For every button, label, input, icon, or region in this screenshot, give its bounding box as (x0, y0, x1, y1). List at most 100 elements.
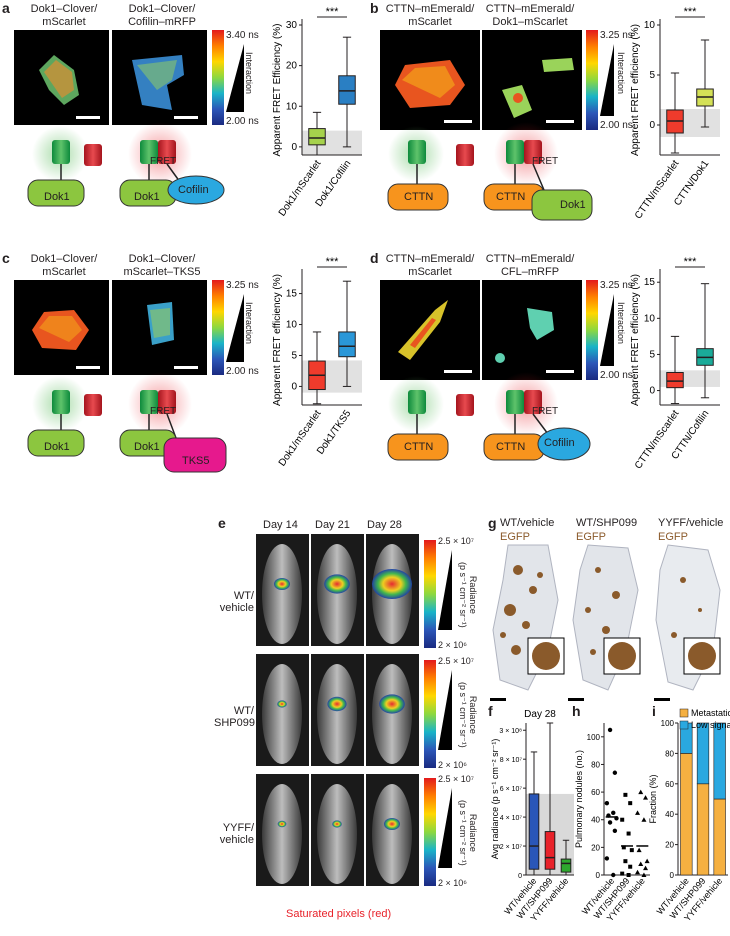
data-point (628, 864, 633, 869)
scale-bar (76, 116, 100, 119)
y-tick-label: 100 (587, 733, 601, 742)
lung-section-yyff-vehicle (654, 544, 721, 701)
data-point (612, 770, 618, 775)
panel-e-radiance-label-2: Radiance (p s⁻¹ cm⁻² sr⁻¹) (458, 682, 478, 748)
bioluminescence-signal (274, 578, 290, 590)
panel-b-title-2: CTTN–mEmerald/ Dok1–mScarlet (485, 3, 575, 28)
panel-c-micrograph-1 (14, 280, 109, 375)
y-tick-label: 60 (665, 780, 674, 789)
x-tick-label: Dok1/mScarlet (277, 408, 324, 468)
y-tick-label: 60 (591, 788, 600, 797)
data-point (611, 810, 616, 816)
data-point (612, 828, 618, 833)
panel-g-histology (490, 544, 721, 701)
panel-d-interaction-wedge (600, 294, 614, 366)
data-point (643, 865, 649, 871)
y-tick-label: 10 (644, 20, 656, 31)
y-axis-label: Apparent FRET efficiency (%) (630, 274, 641, 406)
legend-swatch (679, 720, 689, 730)
panel-e-colorbar-1 (424, 540, 436, 648)
panel-c-interaction-wedge (226, 294, 244, 362)
panel-c-schem-left: Dok1 (44, 441, 70, 453)
y-axis-label: Pulmonary nodules (no.) (574, 750, 584, 848)
panel-c-colorbar (212, 280, 224, 375)
panel-c-micrograph-2 (112, 280, 207, 375)
panel-b-colorbar (586, 30, 598, 130)
mouse-body (317, 544, 357, 644)
panel-a-schem-right-b: Cofilin (178, 184, 209, 196)
panel-d-title-1: CTTN–mEmerald/ mScarlet (385, 253, 475, 278)
panel-d-label: d (370, 250, 379, 266)
y-tick-label: 8 × 10⁷ (500, 757, 523, 764)
y-tick-label: 0 (596, 871, 601, 880)
legend-swatch (679, 708, 689, 718)
data-point (620, 817, 625, 822)
data-point (629, 848, 634, 853)
panel-d-title-2: CTTN–mEmerald/ CFL–mRFP (485, 253, 575, 278)
y-tick-label: 2 × 10⁷ (500, 844, 523, 851)
panel-e-row-wt-vehicle: WT/ vehicle (219, 590, 254, 614)
panel-a-label: a (2, 0, 10, 16)
panel-d-schem-right-a: CTTN (496, 441, 526, 453)
data-point (635, 869, 641, 875)
panel-b-schematic (387, 122, 593, 221)
panel-g-title-3: YYFF/vehicle (658, 517, 724, 529)
panel-d-micrograph-1 (380, 280, 480, 380)
y-tick-label: 4 × 10⁷ (500, 815, 523, 822)
scale-bar (546, 120, 574, 123)
significance-label: *** (326, 256, 340, 268)
panel-e-cbar2-bottom: 2 × 10⁶ (438, 760, 467, 770)
panel-e-colorbar-2 (424, 660, 436, 768)
y-tick-label: 20 (286, 61, 298, 72)
bioluminescence-signal (384, 818, 400, 830)
x-tick-label: CTTN/mScarlet (633, 158, 682, 221)
panel-g-stain-1: EGFP (500, 531, 530, 543)
panel-d-micrograph-2 (482, 280, 582, 380)
panel-e-footer: Saturated pixels (red) (286, 908, 392, 920)
panel-b-interaction-wedge (600, 44, 614, 116)
panel-e-mouse-images (256, 534, 419, 886)
panel-b-title-1: CTTN–mEmerald/ mScarlet (385, 3, 475, 28)
bioluminescence-signal (324, 574, 350, 594)
lung-section-wt-shp099 (568, 544, 641, 701)
data-point (638, 861, 644, 866)
panel-a-colorbar (212, 30, 224, 125)
y-tick-label: 5 (291, 350, 297, 361)
stacked-bar-segment (696, 722, 710, 785)
panel-e-day-14: Day 14 (263, 519, 298, 531)
panel-c-schem-right-a: Dok1 (134, 441, 160, 453)
bioluminescence-signal (332, 820, 342, 828)
y-tick-label: 15 (286, 289, 298, 300)
panel-a-interaction-label: Interaction (244, 52, 254, 95)
panel-c-title-1: Dok1–Clover/ mScarlet (30, 253, 98, 278)
stacked-bar-segment (696, 783, 710, 876)
y-axis-label: Apparent FRET efficiency (%) (630, 24, 641, 156)
panel-e-cbar2-top: 2.5 × 10⁷ (438, 656, 475, 666)
data-point (641, 872, 647, 877)
data-point (604, 856, 610, 861)
scale-bar (174, 116, 198, 119)
panel-e-cbar1-top: 2.5 × 10⁷ (438, 536, 475, 546)
panel-e-cbar1-bottom: 2 × 10⁶ (438, 640, 467, 650)
y-tick-label: 10 (286, 320, 298, 331)
data-point (623, 859, 628, 864)
box (308, 128, 326, 146)
stacked-bar-segment (713, 798, 726, 876)
y-axis-label: Apparent FRET efficiency (%) (272, 274, 283, 406)
y-axis-label: Fraction (%) (648, 774, 658, 823)
mouse-body (262, 784, 302, 884)
panel-g-title-1: WT/vehicle (500, 517, 555, 529)
y-axis-label: Apparent FRET Efficiency (%) (272, 23, 283, 156)
panel-c-schem-right-b: TKS5 (182, 455, 210, 467)
panel-c-colorbar-bottom: 2.00 ns (226, 366, 259, 377)
scale-bar (444, 120, 472, 123)
panel-h-label: h (572, 703, 581, 719)
y-tick-label: 80 (665, 749, 674, 758)
data-point (620, 871, 625, 876)
y-tick-label: 0 (518, 873, 522, 880)
panel-e-radiance-label-3: Radiance (p s⁻¹ cm⁻² sr⁻¹) (458, 800, 478, 866)
